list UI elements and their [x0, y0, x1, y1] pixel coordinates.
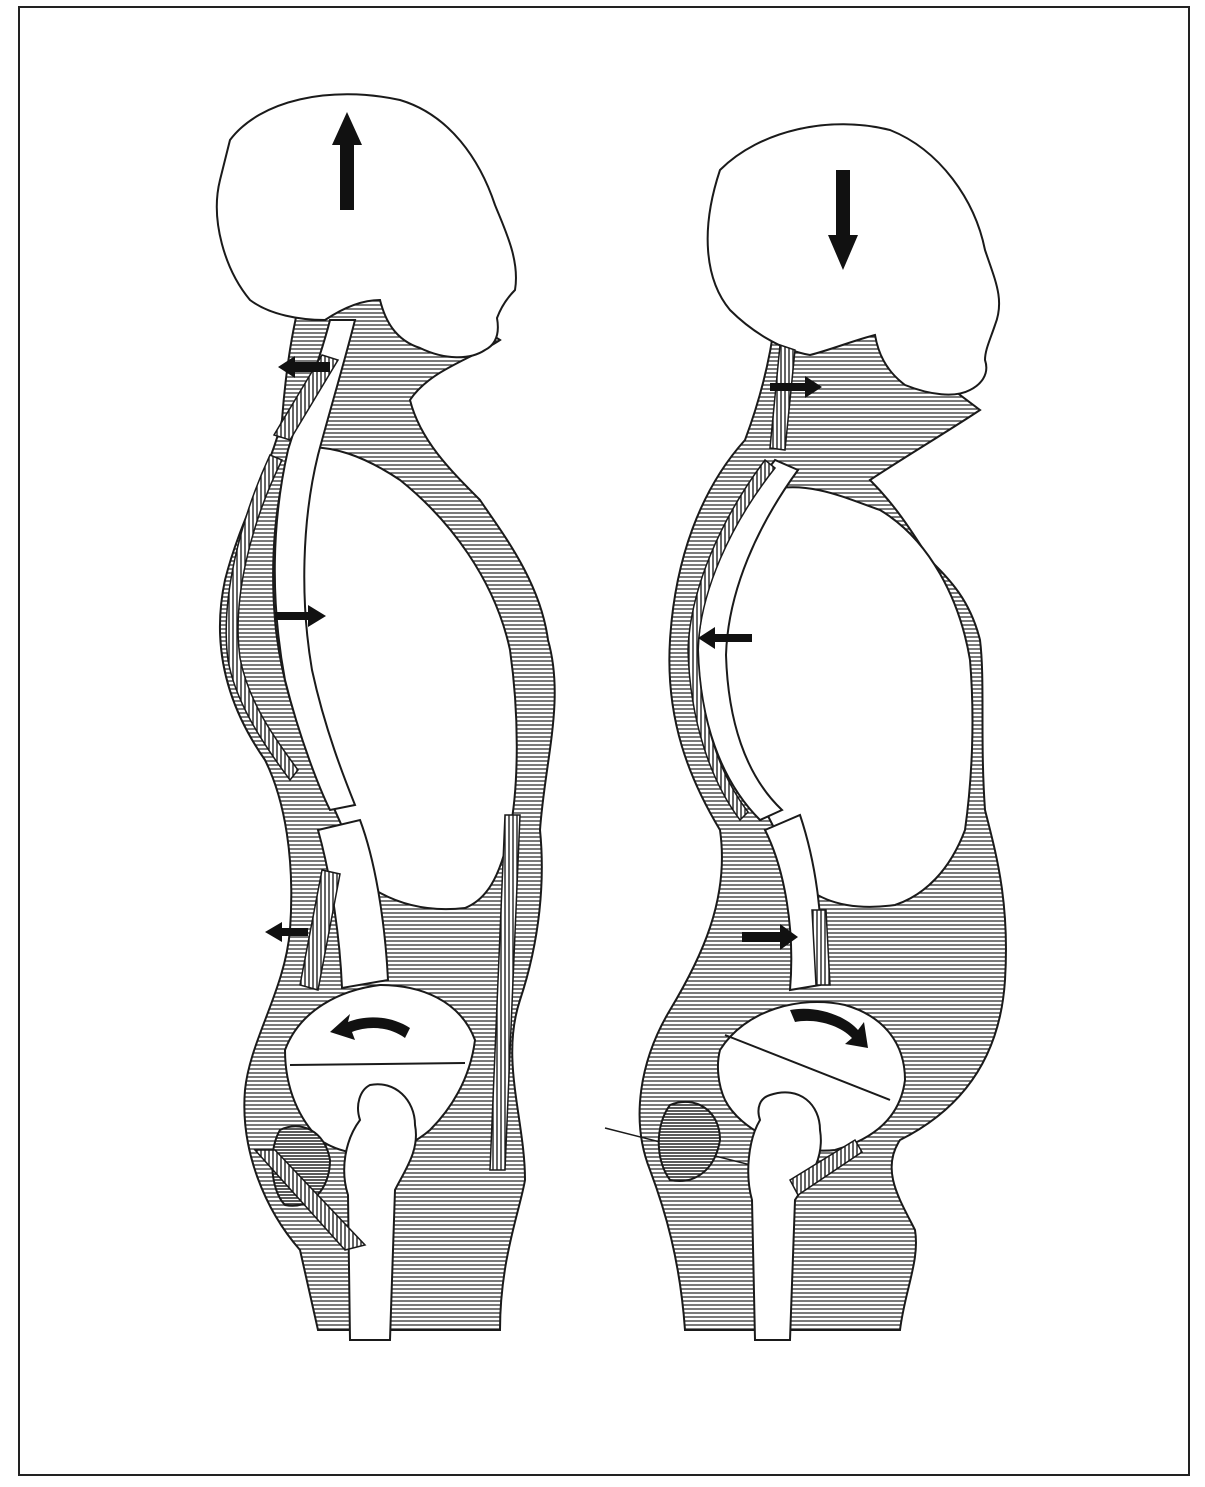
left-figure [217, 94, 555, 1340]
right-figure [605, 124, 1006, 1340]
right-lumbar-muscle [812, 910, 830, 985]
